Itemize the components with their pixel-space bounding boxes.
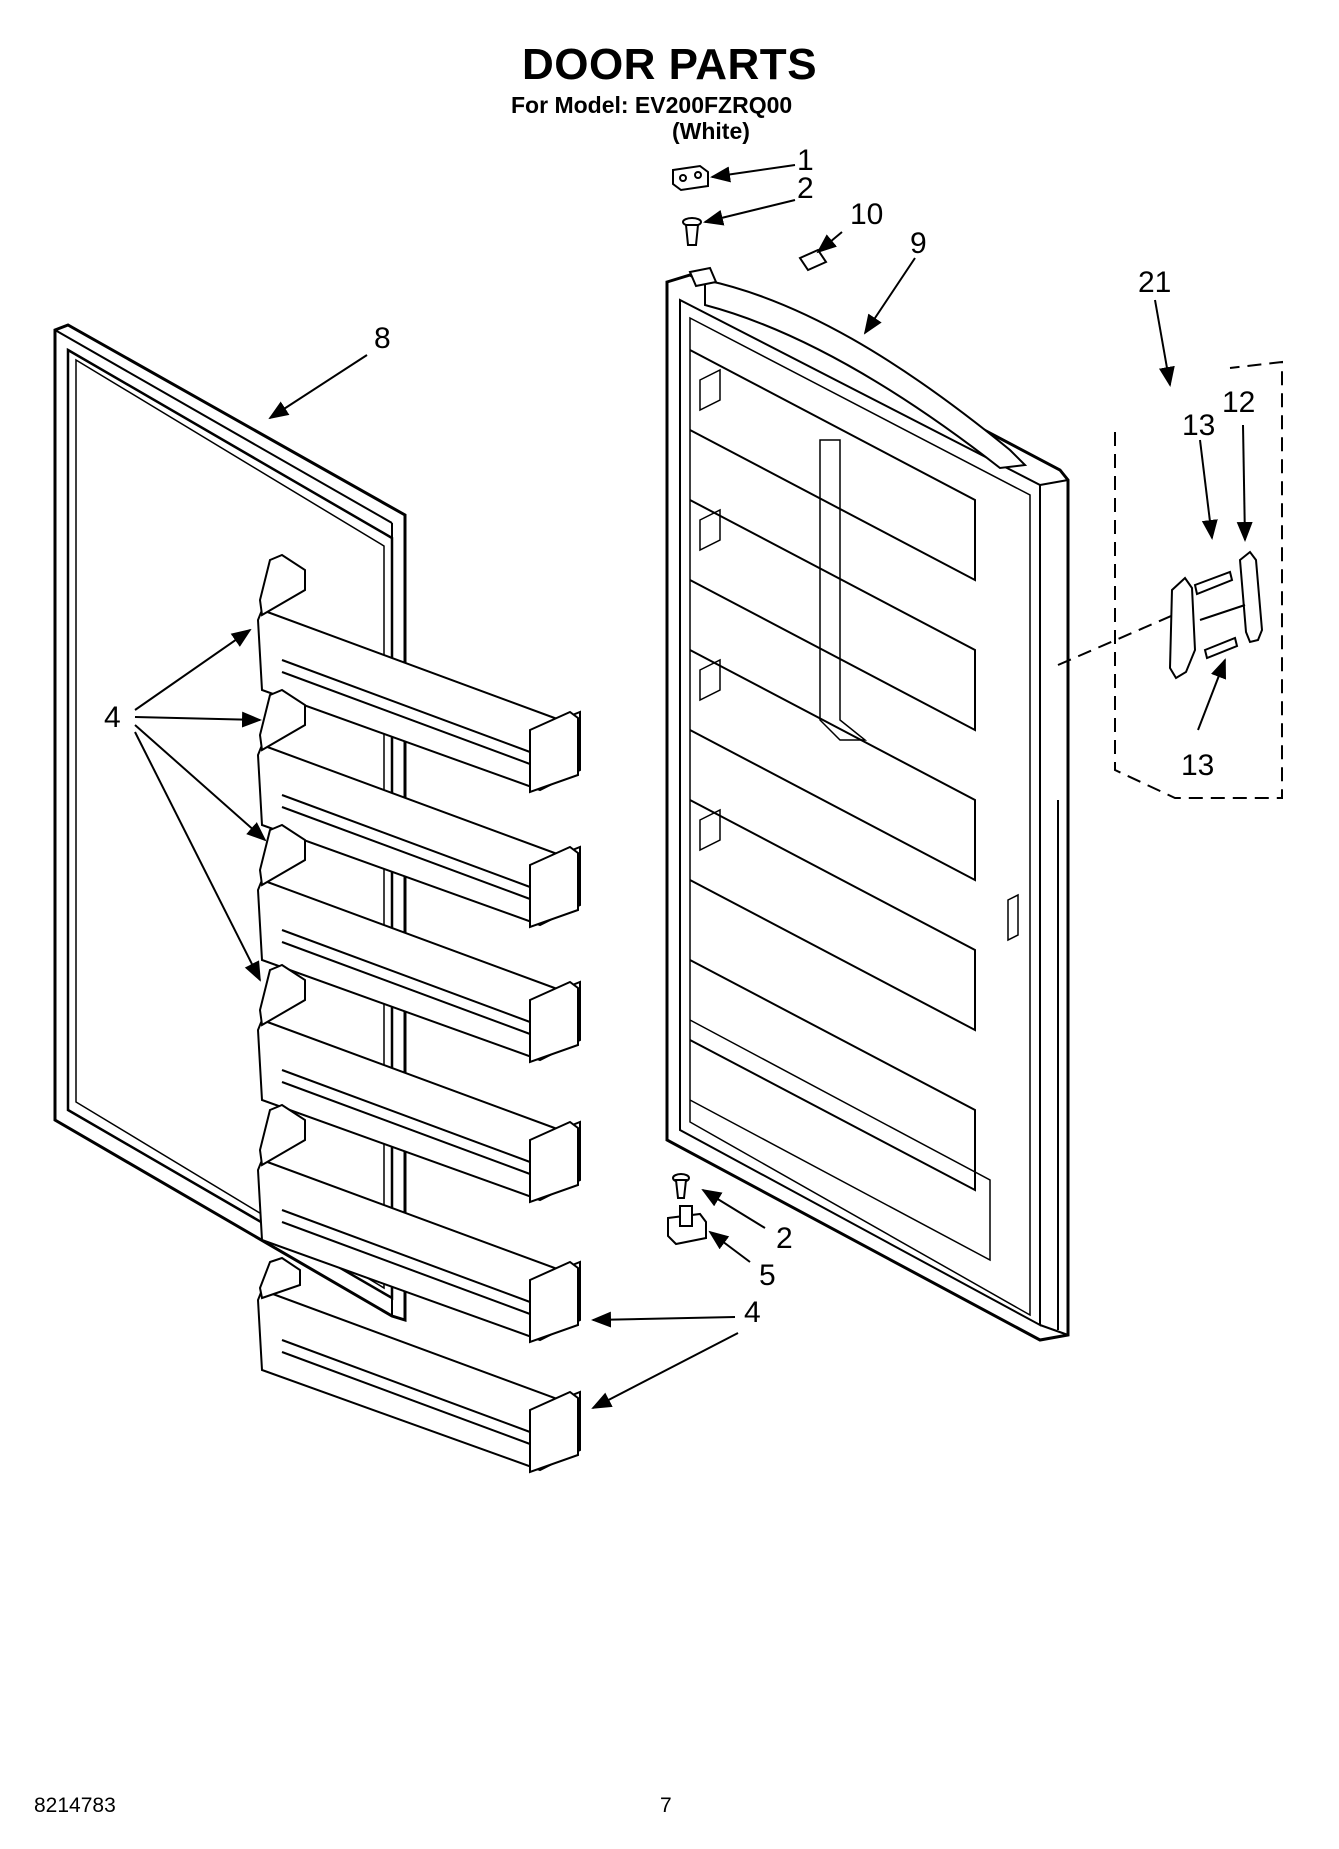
color-variant: (White): [672, 118, 750, 144]
door-bin: [256, 1256, 581, 1474]
door-bin: [256, 823, 581, 1064]
callout-1: 1: [797, 144, 814, 177]
callout-10: 10: [850, 198, 883, 231]
door-liner: [665, 273, 1070, 1342]
callout-21: 21: [1138, 266, 1171, 299]
callout-13-bottom: 13: [1181, 749, 1214, 782]
door-bin: [256, 963, 581, 1204]
door-bin: [256, 553, 581, 794]
callout-5: 5: [759, 1259, 776, 1292]
door-bin: [256, 688, 581, 929]
callout-2-top: 2: [797, 172, 814, 205]
callout-4-left: 4: [104, 701, 121, 734]
callout-13-top: 13: [1182, 409, 1215, 442]
door-bin: [256, 1103, 581, 1344]
document-number: 8214783: [34, 1794, 116, 1817]
callout-labels: 1 2 10 9 8 21 13 12 13 4 2 5 4: [104, 144, 1255, 1329]
callout-9: 9: [910, 227, 927, 260]
callout-12: 12: [1222, 386, 1255, 419]
model-line: For Model: EV200FZRQ00: [511, 92, 793, 118]
page-number: 7: [660, 1794, 672, 1817]
page-title: DOOR PARTS: [521, 40, 818, 89]
callout-4-right: 4: [744, 1296, 761, 1329]
handle-assembly: [1057, 360, 1283, 1330]
leader-lines: [134, 164, 1253, 1409]
top-hinge-parts: [672, 164, 828, 288]
bottom-hinge-parts: [667, 1173, 707, 1246]
door-bins: [256, 553, 581, 1474]
callout-2-bottom: 2: [776, 1222, 793, 1255]
callout-8: 8: [374, 322, 391, 355]
